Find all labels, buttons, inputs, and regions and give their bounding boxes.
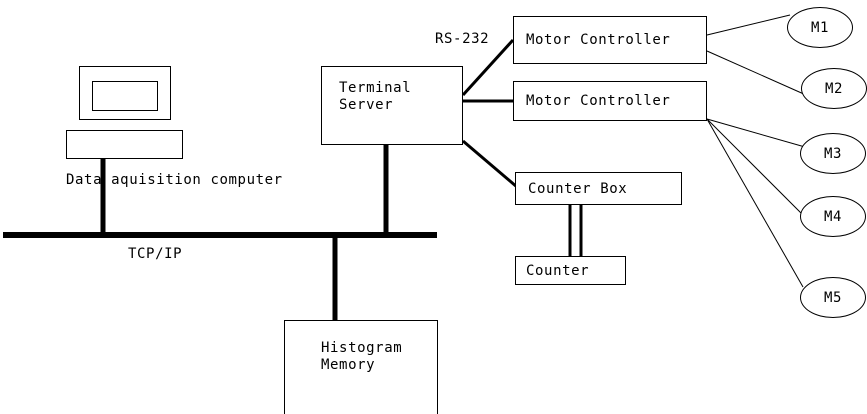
node-motor-controller-2[interactable]: Motor Controller [513, 81, 707, 121]
node-motor-m5[interactable]: M5 [800, 277, 866, 318]
counter-box-label: Counter Box [528, 181, 628, 197]
computer-keyboard [66, 130, 183, 159]
wire-terminal-server-to-counter-box [462, 139, 518, 189]
motor-m2-label: M2 [824, 80, 844, 97]
motor-m5-label: M5 [823, 289, 843, 306]
node-terminal-server[interactable]: Terminal Server [321, 66, 463, 145]
node-counter[interactable]: Counter [515, 256, 626, 285]
wire-motor-controller-2-to-m4 [706, 118, 802, 214]
motor-controller-2-label: Motor Controller [526, 93, 671, 109]
counter-label: Counter [526, 263, 590, 279]
node-motor-m2[interactable]: M2 [801, 68, 867, 109]
node-motor-m3[interactable]: M3 [800, 133, 866, 174]
wire-motor-controller-2-to-m5 [706, 118, 804, 288]
wire-motor-controller-2-to-m3 [706, 118, 806, 148]
wire-terminal-server-to-motor-controller-1 [461, 38, 515, 97]
histogram-memory-label-line2: Memory [321, 357, 376, 373]
node-counter-box[interactable]: Counter Box [515, 172, 682, 205]
rs232-label: RS-232 [435, 31, 490, 47]
node-motor-m1[interactable]: M1 [787, 7, 853, 48]
tcpip-bus-label: TCP/IP [128, 246, 183, 262]
node-histogram-memory[interactable]: Histogram Memory [284, 320, 438, 414]
node-motor-controller-1[interactable]: Motor Controller [513, 16, 707, 64]
motor-controller-1-label: Motor Controller [526, 32, 671, 48]
motor-m4-label: M4 [823, 208, 843, 225]
terminal-server-label-line1: Terminal [339, 80, 412, 96]
computer-monitor-screen [92, 81, 158, 111]
data-acquisition-computer-caption: Data aquisition computer [66, 172, 283, 188]
terminal-server-label-line2: Server [339, 97, 394, 113]
node-motor-m4[interactable]: M4 [800, 196, 866, 237]
wire-motor-controller-1-to-m2 [706, 50, 807, 96]
histogram-memory-label-line1: Histogram [321, 340, 403, 356]
motor-m3-label: M3 [823, 145, 843, 162]
motor-m1-label: M1 [810, 19, 830, 36]
wire-motor-controller-1-to-m1 [706, 14, 791, 36]
